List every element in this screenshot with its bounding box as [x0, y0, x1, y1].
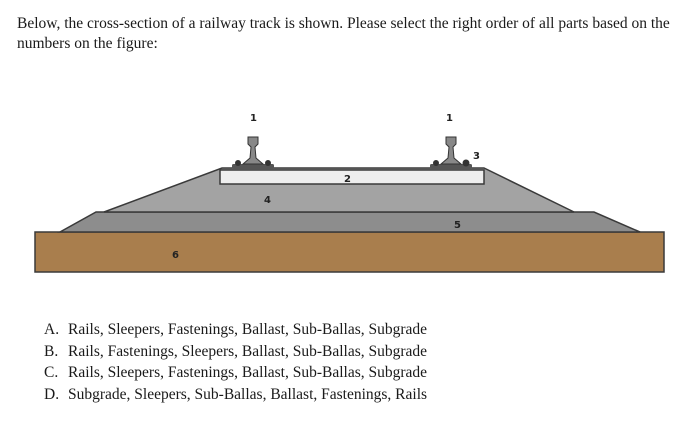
option-c-text: Rails, Sleepers, Fastenings, Ballast, Su… [68, 364, 428, 381]
rail-left-profile [241, 136, 265, 165]
rail-right-profile [439, 136, 463, 165]
option-d-letter: D. [44, 385, 60, 403]
label-rail-left: 1 [250, 113, 257, 124]
label-fastening: 3 [473, 151, 480, 162]
option-b-letter: B. [44, 342, 59, 360]
option-c[interactable]: C. Rails, Sleepers, Fastenings, Ballast,… [44, 362, 427, 384]
option-d-text: Subgrade, Sleepers, Sub-Ballas, Ballast,… [68, 385, 428, 403]
option-a[interactable]: A. Rails, Sleepers, Fastenings, Ballast,… [44, 319, 427, 341]
track-cross-section-svg: 1 1 3 2 4 5 6 [34, 113, 665, 273]
option-c-letter: C. [44, 364, 59, 381]
rail-left [232, 136, 274, 169]
label-rail-right: 1 [446, 113, 453, 124]
answer-options: A. Rails, Sleepers, Fastenings, Ballast,… [44, 319, 427, 405]
rail-right [430, 136, 472, 169]
label-subgrade: 6 [172, 250, 179, 261]
option-b[interactable]: B. Rails, Fastenings, Sleepers, Ballast,… [44, 341, 427, 363]
fastening-clip [462, 159, 470, 167]
option-b-text: Rails, Fastenings, Sleepers, Ballast, Su… [68, 342, 428, 360]
option-a-letter: A. [44, 321, 60, 338]
label-sub-ballast: 5 [454, 220, 461, 231]
sleeper [219, 169, 485, 185]
option-d[interactable]: D. Subgrade, Sleepers, Sub-Ballas, Balla… [44, 384, 427, 406]
label-sleeper: 2 [344, 174, 351, 185]
track-cross-section-figure: 1 1 3 2 4 5 6 [0, 100, 700, 290]
question-text: Below, the cross-section of a railway tr… [17, 15, 670, 52]
sub-ballast-layer [57, 211, 641, 233]
subgrade-layer [34, 231, 665, 273]
label-ballast: 4 [264, 195, 271, 206]
option-a-text: Rails, Sleepers, Fastenings, Ballast, Su… [68, 321, 428, 338]
